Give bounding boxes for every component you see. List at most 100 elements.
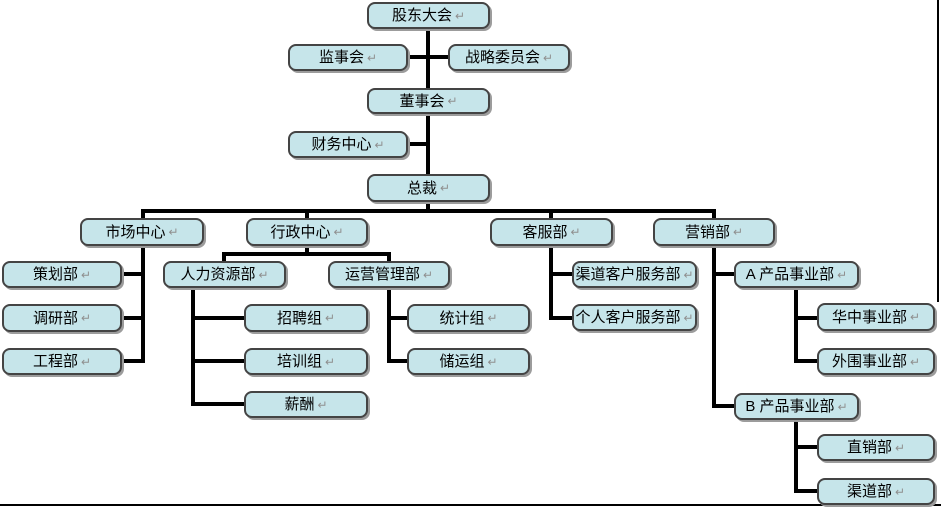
connector-segment xyxy=(712,404,735,408)
connector-segment xyxy=(141,209,145,218)
org-node-label: 外围事业部 xyxy=(831,353,907,370)
org-node-admin-center[interactable]: 行政中心↵ xyxy=(246,218,368,246)
org-node-hr-dept[interactable]: 人力资源部↵ xyxy=(163,261,286,288)
connector-segment xyxy=(549,316,572,320)
connector-segment xyxy=(387,316,407,320)
org-node-shareholders-meeting[interactable]: 股东大会↵ xyxy=(367,2,490,29)
line-break-mark-icon: ↵ xyxy=(422,267,434,282)
line-break-mark-icon: ↵ xyxy=(80,267,92,282)
line-break-mark-icon: ↵ xyxy=(80,311,92,325)
org-node-board-of-directors[interactable]: 董事会↵ xyxy=(367,88,490,114)
line-break-mark-icon: ↵ xyxy=(837,399,848,414)
connector-segment xyxy=(387,252,391,261)
org-node-storage-transport-group[interactable]: 储运组↵ xyxy=(407,348,530,375)
connector-segment xyxy=(408,142,430,146)
org-node-strategy-committee[interactable]: 战略委员会↵ xyxy=(448,44,570,71)
line-break-mark-icon: ↵ xyxy=(837,267,848,282)
line-break-mark-icon: ↵ xyxy=(732,225,744,239)
line-break-mark-icon: ↵ xyxy=(487,311,498,325)
org-node-label: 战略委员会 xyxy=(464,49,540,66)
line-break-mark-icon: ↵ xyxy=(909,354,921,369)
connector-segment xyxy=(122,316,145,320)
line-break-mark-icon: ↵ xyxy=(909,310,921,324)
connector-segment xyxy=(794,316,817,320)
line-break-mark-icon: ↵ xyxy=(447,94,458,108)
connector-segment xyxy=(305,246,309,254)
org-node-compensation-group[interactable]: 薪酬↵ xyxy=(244,391,368,418)
line-break-mark-icon: ↵ xyxy=(683,267,694,282)
org-node-label: 招聘组 xyxy=(276,309,322,327)
line-break-mark-icon: ↵ xyxy=(258,267,269,282)
org-node-recruitment-group[interactable]: 招聘组↵ xyxy=(244,304,368,332)
connector-segment xyxy=(222,252,226,261)
org-node-personal-customer-service-dept[interactable]: 个人客户服务部↵ xyxy=(572,304,697,331)
connector-segment xyxy=(426,201,430,213)
connector-segment xyxy=(549,272,572,276)
org-node-label: 客服部 xyxy=(522,223,568,241)
connector-segment xyxy=(794,288,798,363)
line-break-mark-icon: ↵ xyxy=(324,311,336,325)
org-node-product-a-division[interactable]: A 产品事业部↵ xyxy=(734,261,859,288)
line-break-mark-icon: ↵ xyxy=(333,225,344,239)
org-node-channel-dept[interactable]: 渠道部↵ xyxy=(817,478,935,505)
org-node-channel-customer-service-dept[interactable]: 渠道客户服务部↵ xyxy=(572,261,697,288)
org-node-customer-service-dept[interactable]: 客服部↵ xyxy=(490,218,613,246)
connector-segment xyxy=(191,359,244,363)
org-node-label: 运营管理部 xyxy=(344,266,420,283)
org-node-label: 直销部 xyxy=(846,439,892,456)
line-break-mark-icon: ↵ xyxy=(374,137,385,152)
line-break-mark-icon: ↵ xyxy=(80,354,92,369)
org-node-product-b-division[interactable]: B 产品事业部↵ xyxy=(734,393,859,420)
org-node-label: 市场中心 xyxy=(105,223,166,241)
org-node-peripheral-division[interactable]: 外围事业部↵ xyxy=(817,348,935,375)
org-node-label: 人力资源部 xyxy=(180,266,256,283)
connector-segment xyxy=(141,246,145,363)
org-node-training-group[interactable]: 培训组↵ xyxy=(244,348,368,375)
org-node-label: 个人客户服务部 xyxy=(575,309,681,326)
org-node-statistics-group[interactable]: 统计组↵ xyxy=(407,304,530,332)
line-break-mark-icon: ↵ xyxy=(894,440,906,455)
connector-segment xyxy=(712,246,716,408)
connector-segment xyxy=(794,359,817,363)
org-node-label: 策划部 xyxy=(32,266,78,283)
org-node-research-dept[interactable]: 调研部↵ xyxy=(2,304,122,332)
org-node-finance-center[interactable]: 财务中心↵ xyxy=(288,131,408,158)
org-node-central-china-division[interactable]: 华中事业部↵ xyxy=(817,303,935,331)
connector-segment xyxy=(712,209,716,218)
line-break-mark-icon: ↵ xyxy=(366,50,378,65)
org-node-label: 统计组 xyxy=(439,309,485,327)
org-node-supervisory-board[interactable]: 监事会↵ xyxy=(288,44,408,71)
org-node-direct-sales-dept[interactable]: 直销部↵ xyxy=(817,434,935,461)
connector-segment xyxy=(794,489,817,493)
org-node-label: 华中事业部 xyxy=(831,308,907,326)
connector-segment xyxy=(712,272,734,276)
line-break-mark-icon: ↵ xyxy=(168,225,179,239)
org-node-label: 工程部 xyxy=(32,353,78,370)
line-break-mark-icon: ↵ xyxy=(683,310,694,325)
org-node-label: B 产品事业部 xyxy=(745,398,835,415)
line-break-mark-icon: ↵ xyxy=(542,50,554,65)
line-break-mark-icon: ↵ xyxy=(439,181,451,195)
connector-segment xyxy=(191,316,244,320)
canvas-border-bottom xyxy=(0,504,941,506)
connector-segment xyxy=(408,55,448,59)
line-break-mark-icon: ↵ xyxy=(487,354,498,369)
connector-segment xyxy=(122,359,145,363)
org-node-label: 培训组 xyxy=(276,353,322,370)
org-node-planning-dept[interactable]: 策划部↵ xyxy=(2,261,122,288)
org-node-label: 渠道客户服务部 xyxy=(575,266,681,283)
connector-segment xyxy=(222,252,391,256)
org-node-label: 调研部 xyxy=(32,309,78,327)
org-node-label: 渠道部 xyxy=(846,483,892,500)
line-break-mark-icon: ↵ xyxy=(894,484,906,499)
org-node-engineering-dept[interactable]: 工程部↵ xyxy=(2,348,122,375)
connector-segment xyxy=(191,402,244,406)
org-node-market-center[interactable]: 市场中心↵ xyxy=(80,218,204,246)
org-node-label: 监事会 xyxy=(318,49,364,66)
canvas-border-right xyxy=(937,0,939,302)
org-node-operations-mgmt-dept[interactable]: 运营管理部↵ xyxy=(328,261,450,288)
org-node-president[interactable]: 总裁↵ xyxy=(367,174,490,202)
connector-segment xyxy=(141,209,716,213)
org-node-marketing-dept[interactable]: 营销部↵ xyxy=(653,218,775,246)
